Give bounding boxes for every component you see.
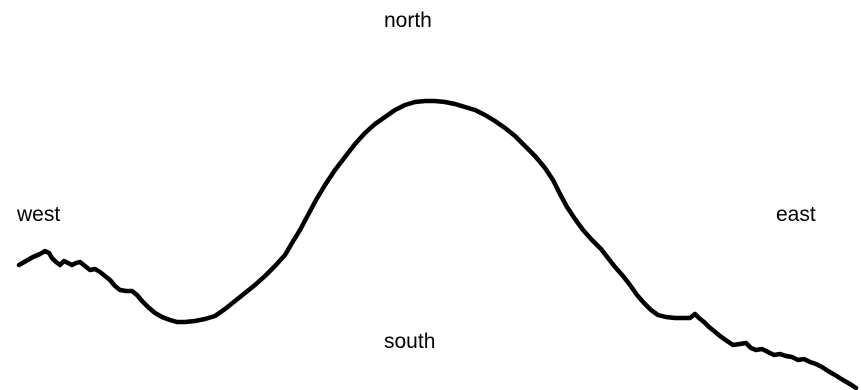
- label-east: east: [776, 203, 816, 226]
- profile-line: [16, 98, 859, 390]
- label-north: north: [384, 9, 432, 32]
- label-west: west: [17, 203, 61, 226]
- label-south: south: [384, 330, 436, 353]
